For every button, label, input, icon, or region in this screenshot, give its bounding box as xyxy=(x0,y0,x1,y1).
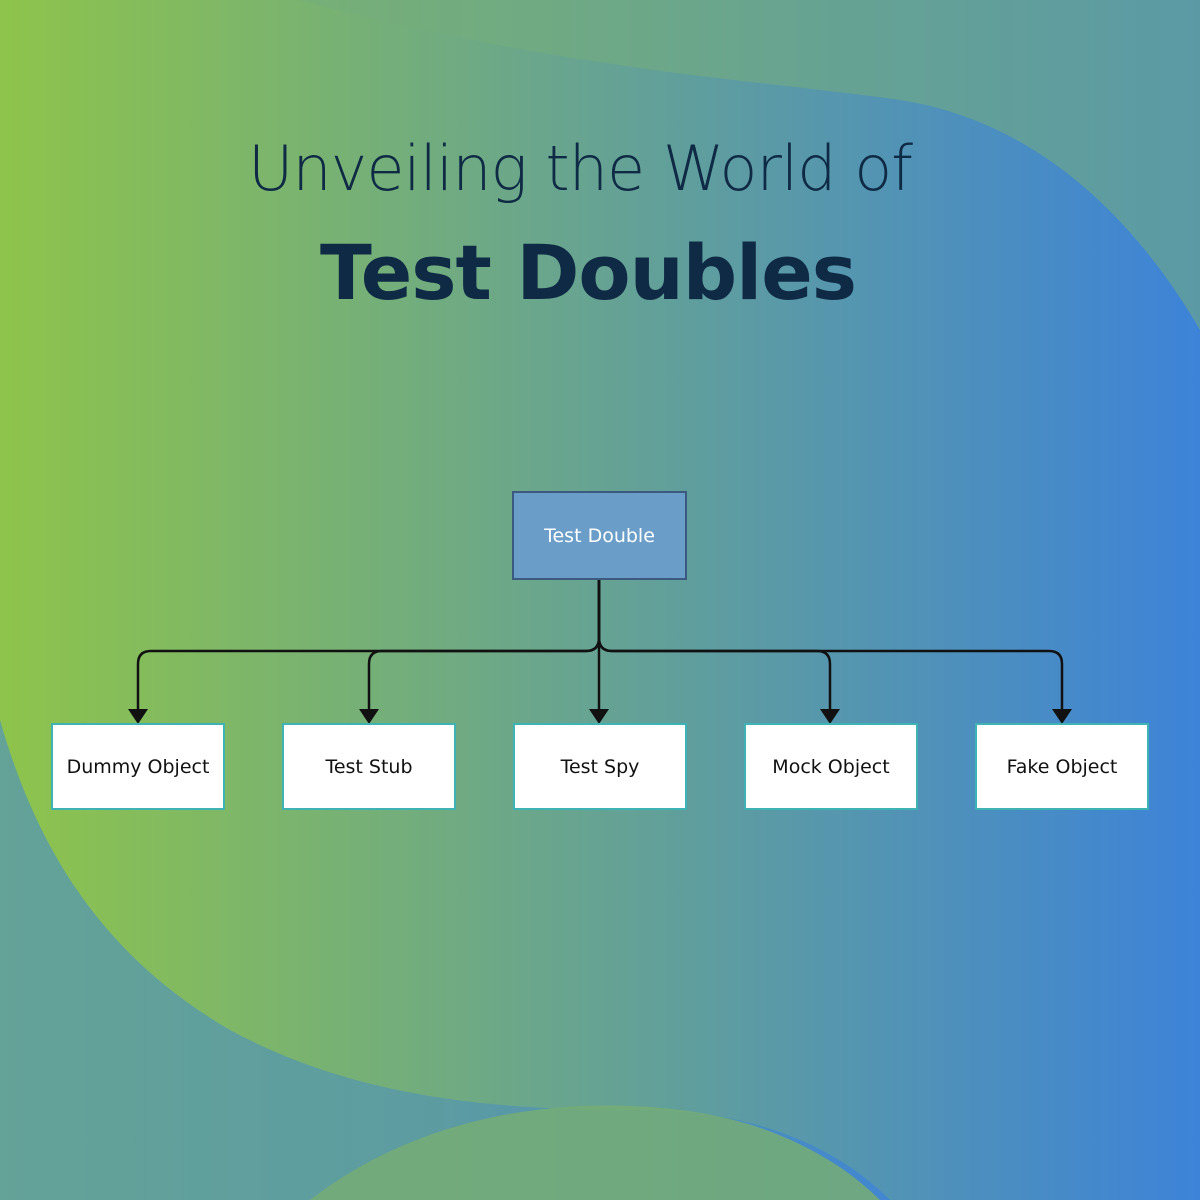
arrowhead-fake-object xyxy=(1052,709,1072,724)
arrowhead-test-stub xyxy=(359,709,379,724)
arrowhead-mock-object xyxy=(820,709,840,724)
node-mock-object: Mock Object xyxy=(744,723,918,810)
top-wave-shape xyxy=(300,0,1200,330)
title-line-1: Unveiling the World of xyxy=(248,132,913,205)
node-test-spy: Test Spy xyxy=(513,723,687,810)
arrowhead-dummy-object xyxy=(128,709,148,724)
node-test-stub: Test Stub xyxy=(282,723,456,810)
arrowhead-test-spy xyxy=(589,709,609,724)
node-fake-object: Fake Object xyxy=(975,723,1149,810)
connector-test-stub xyxy=(367,580,601,714)
node-test-double: Test Double xyxy=(512,491,687,580)
title-line-2: Test Doubles xyxy=(320,228,857,317)
connector-mock-object xyxy=(597,580,832,714)
node-dummy-object: Dummy Object xyxy=(51,723,225,810)
bottom-left-wave-shape xyxy=(0,720,890,1200)
bottom-green-wave-shape xyxy=(310,1105,880,1200)
connector-fake-object xyxy=(597,580,1064,714)
